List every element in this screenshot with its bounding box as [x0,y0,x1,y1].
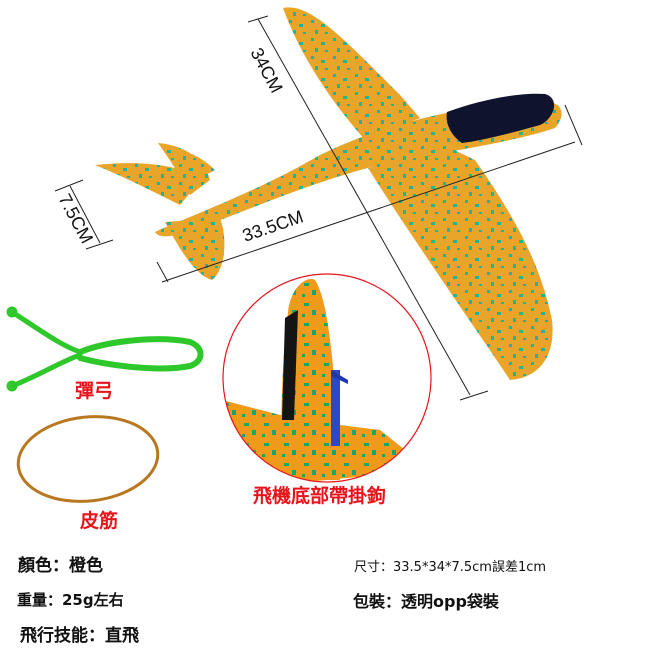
spec-weight: 重量：25g左右 [17,591,124,609]
hook-icon [331,370,340,446]
callout-label: 飛機底部帶掛鉤 [253,485,387,507]
spec-size: 尺寸：33.5*34*7.5cm誤差1cm [354,560,547,575]
wingspan-dimension: 34CM [246,44,286,96]
launcher-illustration [6,306,204,392]
spec-color: 顏色：橙色 [18,556,103,576]
airplane [95,7,562,380]
hook-callout [222,273,432,483]
length-dimension: 33.5CM [240,206,306,245]
launcher-label: 彈弓 [75,380,114,402]
height-dimension: 7.5CM [54,190,97,246]
rubber-band-illustration [16,415,160,503]
dimension-lines [54,15,583,401]
spec-flight: 飛行技能：直飛 [20,626,139,646]
rubber-band-label: 皮筋 [80,510,119,532]
spec-packaging: 包裝：透明opp袋裝 [353,592,499,611]
